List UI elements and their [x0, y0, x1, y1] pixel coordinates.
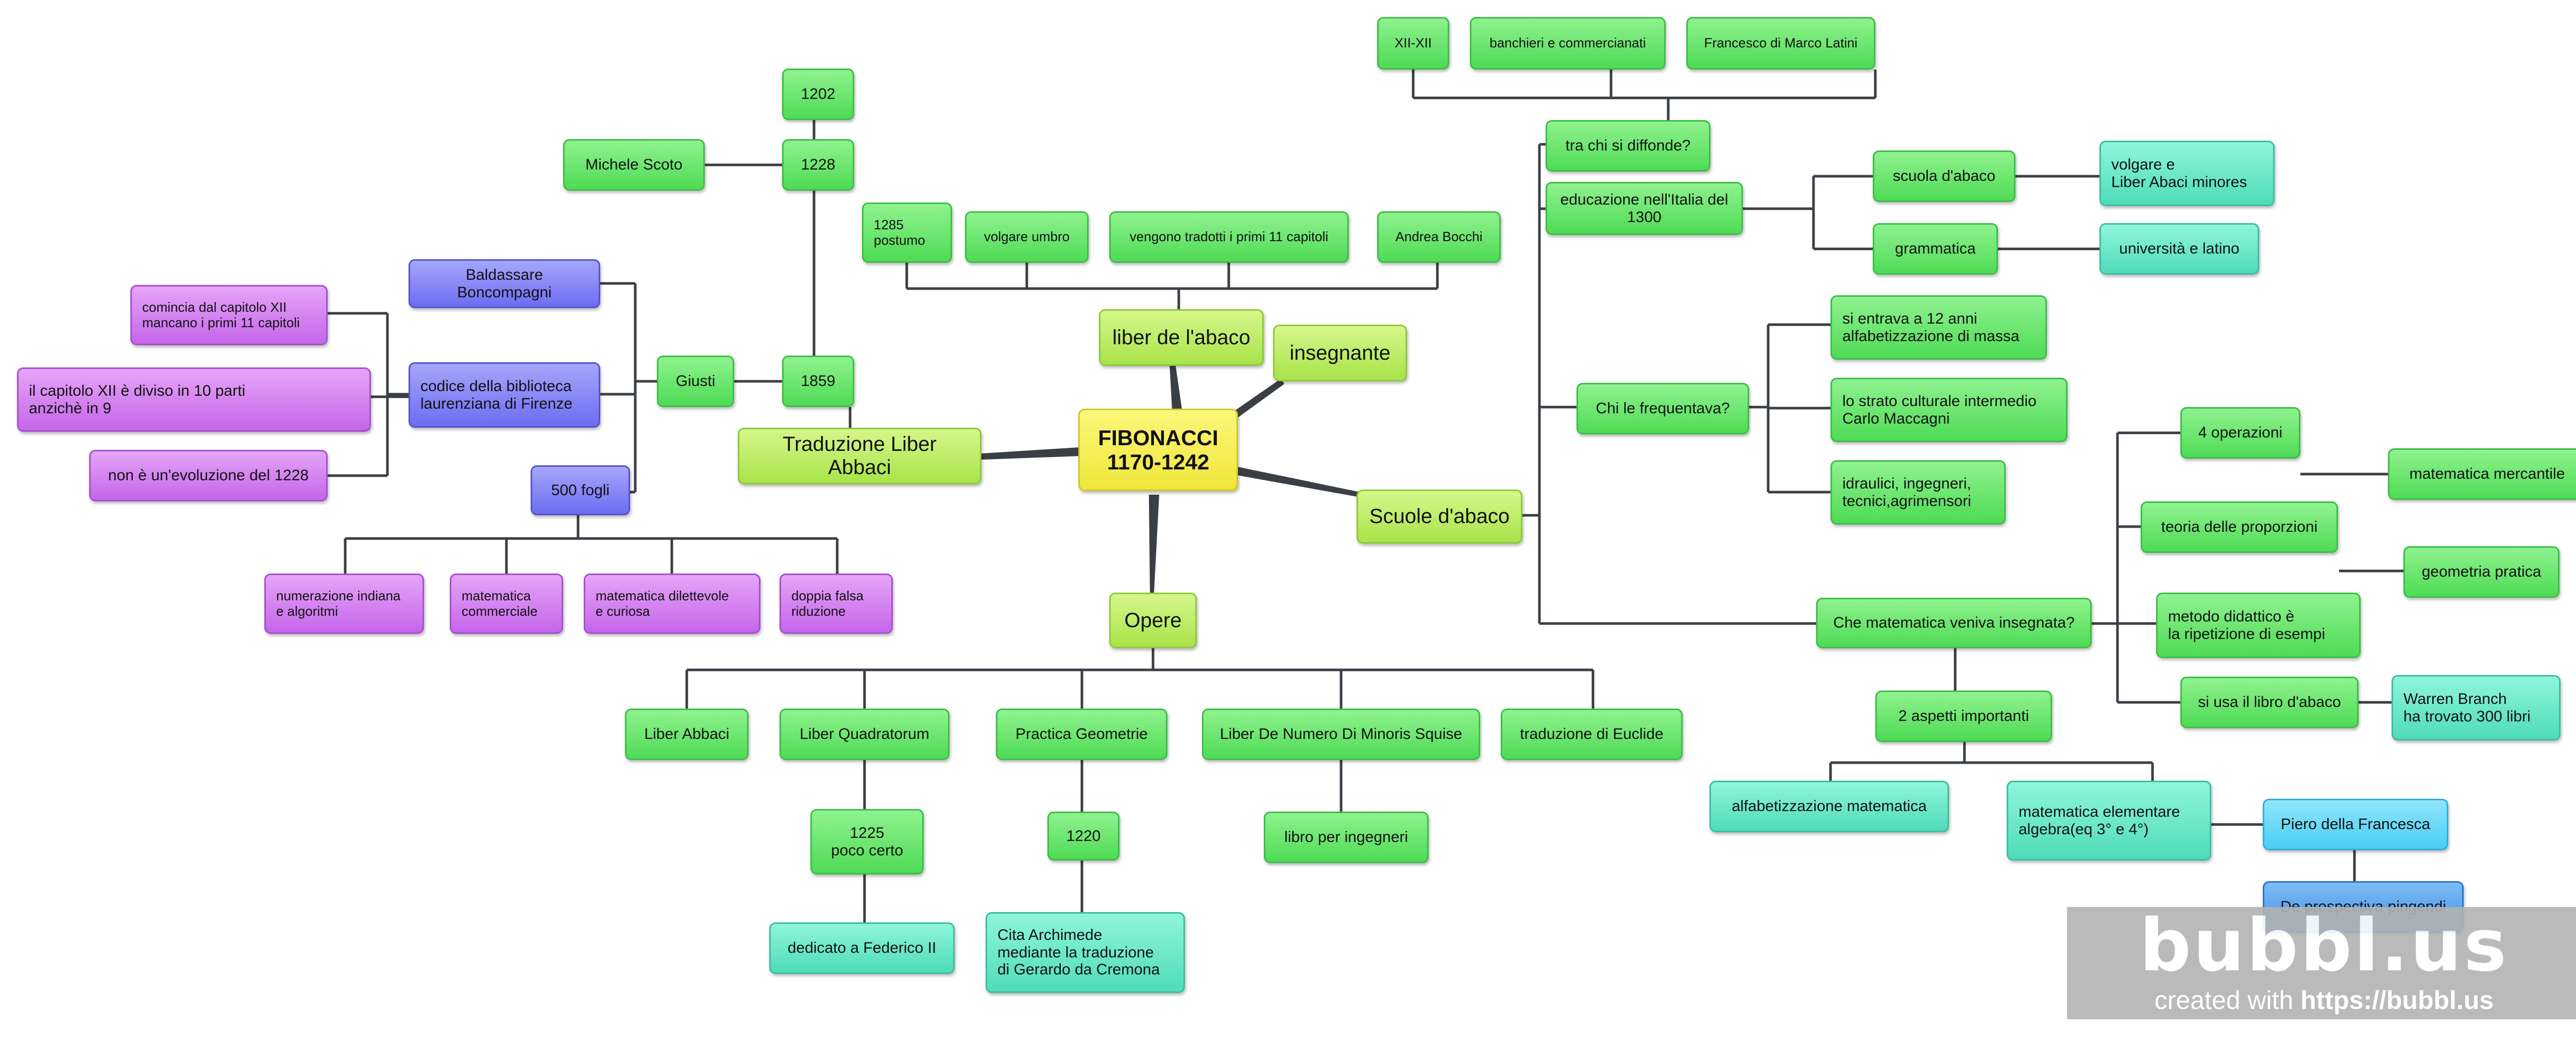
node-capitolo-xii[interactable]: comincia dal capitolo XII mancano i prim…: [130, 285, 328, 345]
spoke-traduzione: [981, 447, 1079, 460]
node-insegnante[interactable]: insegnante: [1273, 325, 1407, 381]
link-educazione: [1539, 175, 1873, 250]
root-spokes: [981, 363, 1360, 593]
bubblus-logo: bubbl.us: [2139, 904, 2509, 988]
node-michele-scoto[interactable]: Michele Scoto: [563, 139, 705, 191]
node-matematica-elementare[interactable]: matematica elementare algebra(eq 3° e 4°…: [2007, 781, 2211, 861]
branch-lines: [328, 70, 2403, 922]
node-liber-de-numero[interactable]: Liber De Numero Di Minoris Squise: [1202, 709, 1480, 760]
node-volgare-umbro[interactable]: volgare umbro: [965, 211, 1089, 263]
node-1225-poco-certo[interactable]: 1225 poco certo: [810, 809, 924, 874]
node-liber-quadratorum[interactable]: Liber Quadratorum: [779, 709, 950, 760]
node-educazione-1300[interactable]: educazione nell'Italia del 1300: [1546, 182, 1743, 235]
node-non-evoluzione[interactable]: non è un'evoluzione del 1228: [89, 450, 328, 501]
node-doppia-falsa-riduzione[interactable]: doppia falsa riduzione: [779, 574, 893, 634]
spoke-liber-abaco: [1170, 363, 1182, 412]
node-1285-postumo[interactable]: 1285 postumo: [862, 203, 952, 263]
link-diffonde-items: [1412, 70, 1877, 120]
node-giusti[interactable]: Giusti: [657, 356, 734, 407]
node-liber-abaco[interactable]: liber de l'abaco: [1099, 309, 1264, 366]
node-francesco-latini[interactable]: Francesco di Marco Latini: [1686, 17, 1875, 70]
link-opere-group: [685, 648, 1595, 709]
node-warren-branch[interactable]: Warren Branch ha trovato 300 libri: [2392, 675, 2561, 740]
node-baldassare-boncompagni[interactable]: Baldassare Boncompagni: [409, 259, 600, 308]
credit-prefix: created with: [2154, 986, 2301, 1015]
node-si-entrava-12-anni[interactable]: si entrava a 12 anni alfabetizzazione di…: [1831, 295, 2047, 360]
link-giusti-group: [600, 282, 657, 494]
spoke-opere: [1149, 495, 1159, 593]
node-primi-11-capitoli[interactable]: vengono tradotti i primi 11 capitoli: [1109, 211, 1349, 263]
link-matematica-group: [2092, 431, 2180, 704]
node-banchieri[interactable]: banchieri e commercianati: [1470, 17, 1666, 70]
node-traduzione-liber-abbaci[interactable]: Traduzione Liber Abbaci: [738, 428, 981, 484]
node-opere[interactable]: Opere: [1109, 593, 1197, 648]
node-matematica-mercantile[interactable]: matematica mercantile: [2388, 448, 2576, 500]
node-che-matematica[interactable]: Che matematica veniva insegnata?: [1816, 598, 2092, 648]
node-xii-xii[interactable]: XII-XII: [1377, 17, 1449, 70]
node-scuola-abaco[interactable]: scuola d'abaco: [1873, 150, 2015, 202]
node-liber-abbaci[interactable]: Liber Abbaci: [625, 709, 749, 760]
node-metodo-didattico[interactable]: metodo didattico è la ripetizione di ese…: [2156, 593, 2361, 658]
node-1202[interactable]: 1202: [782, 69, 854, 120]
node-teoria-proporzioni[interactable]: teoria delle proporzioni: [2141, 501, 2338, 553]
node-cita-archimede[interactable]: Cita Archimede mediante la traduzione di…: [986, 912, 1185, 993]
root-fibonacci[interactable]: FIBONACCI 1170-1242: [1078, 409, 1238, 491]
node-numerazione-indiana[interactable]: numerazione indiana e algoritmi: [264, 574, 424, 634]
node-volgare-liber-minores[interactable]: volgare e Liber Abaci minores: [2099, 141, 2275, 206]
node-piero-della-francesca[interactable]: Piero della Francesca: [2263, 799, 2448, 850]
link-educazione-sub: [1998, 175, 2099, 250]
bubblus-credit[interactable]: created with https://bubbl.us: [2067, 985, 2576, 1015]
node-libro-per-ingegneri[interactable]: libro per ingegneri: [1264, 812, 1429, 863]
node-4-operazioni[interactable]: 4 operazioni: [2180, 407, 2300, 459]
node-500-fogli[interactable]: 500 fogli: [531, 465, 630, 515]
link-scuole-trunk: [1522, 144, 1541, 624]
link-matematica-far: [2300, 473, 2403, 572]
node-capitolo-diviso[interactable]: il capitolo XII è diviso in 10 parti anz…: [17, 367, 371, 432]
node-matematica-commerciale[interactable]: matematica commerciale: [450, 574, 563, 634]
link-fogli-group: [344, 515, 839, 574]
link-liber-abaco-items: [905, 263, 1439, 309]
node-libro-abaco[interactable]: si usa il libro d'abaco: [2180, 677, 2359, 728]
link-aspetti: [1829, 648, 2154, 781]
link-piero: [2211, 823, 2356, 881]
node-1228[interactable]: 1228: [782, 139, 854, 191]
credit-url[interactable]: https://bubbl.us: [2300, 986, 2494, 1015]
spoke-scuole: [1235, 466, 1360, 497]
node-universita-latino[interactable]: università e latino: [2099, 223, 2259, 275]
node-chi-le-frequentava[interactable]: Chi le frequentava?: [1577, 383, 1749, 434]
node-idraulici-ingegneri[interactable]: idraulici, ingegneri, tecnici,agrimensor…: [1831, 460, 2006, 525]
bubblus-watermark[interactable]: bubbl.us created with https://bubbl.us: [2067, 907, 2576, 1019]
link-frequentava: [1539, 323, 1831, 494]
node-tra-chi-si-diffonde[interactable]: tra chi si diffonde?: [1546, 120, 1710, 172]
node-matematica-dilettevole[interactable]: matematica dilettevole e curiosa: [584, 574, 760, 634]
node-codice-biblioteca[interactable]: codice della biblioteca laurenziana di F…: [409, 362, 600, 428]
node-dedicato-federico[interactable]: dedicato a Federico II: [769, 922, 955, 974]
node-geometria-pratica[interactable]: geometria pratica: [2403, 546, 2560, 598]
node-1220[interactable]: 1220: [1047, 812, 1120, 861]
node-2-aspetti[interactable]: 2 aspetti importanti: [1875, 691, 2052, 742]
node-andrea-bocchi[interactable]: Andrea Bocchi: [1377, 211, 1501, 263]
node-alfabetizzazione-matematica[interactable]: alfabetizzazione matematica: [1709, 781, 1949, 832]
node-scuole-abaco[interactable]: Scuole d'abaco: [1357, 490, 1522, 544]
link-codice-group: [328, 312, 409, 477]
spoke-insegnante: [1229, 379, 1284, 422]
node-1859[interactable]: 1859: [782, 356, 854, 407]
node-practica-geometrie[interactable]: Practica Geometrie: [996, 709, 1167, 760]
node-grammatica[interactable]: grammatica: [1873, 223, 1998, 275]
node-traduzione-euclide[interactable]: traduzione di Euclide: [1501, 709, 1683, 760]
node-strato-culturale[interactable]: lo strato culturale intermedio Carlo Mac…: [1831, 378, 2067, 442]
